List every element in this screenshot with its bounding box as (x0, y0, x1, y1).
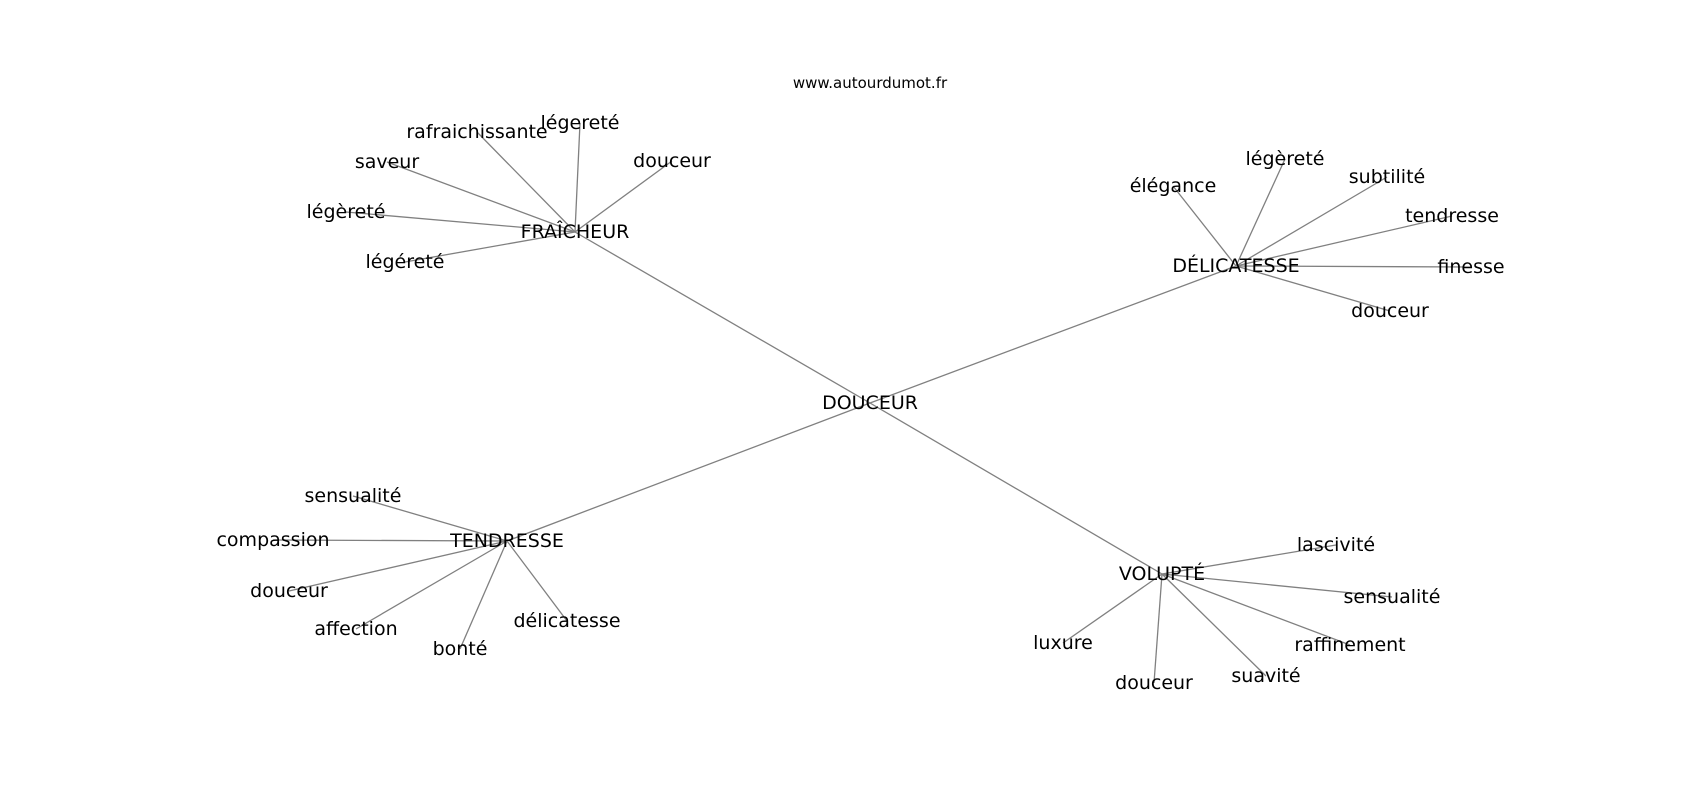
edge-delicatesse-leaf-4 (1235, 265, 1472, 268)
edge-volupte-leaf-1 (1161, 573, 1393, 598)
leaf-node-tendresse-2[interactable]: douceur (250, 580, 328, 602)
edge-tendresse-leaf-3 (355, 540, 508, 630)
leaf-node-fraicheur-5[interactable]: légéreté (366, 251, 445, 273)
edge-tendresse-leaf-2 (288, 540, 508, 592)
leaf-node-delicatesse-3[interactable]: tendresse (1405, 205, 1499, 227)
edge-center-tendresse (506, 402, 871, 542)
edge-fraicheur-leaf-0 (476, 131, 576, 233)
edge-fraicheur-leaf-5 (404, 231, 576, 263)
edge-delicatesse-leaf-1 (1235, 158, 1286, 267)
hub-node-volupte[interactable]: VOLUPTÉ (1119, 562, 1205, 585)
edge-volupte-leaf-4 (1153, 573, 1163, 684)
edge-center-fraicheur (574, 231, 871, 404)
edge-tendresse-leaf-5 (506, 540, 568, 622)
edge-center-volupte (869, 402, 1163, 575)
center-node-douceur[interactable]: DOUCEUR (822, 392, 918, 414)
edge-volupte-leaf-3 (1161, 573, 1267, 677)
leaf-node-fraicheur-1[interactable]: légereté (541, 112, 620, 134)
hub-node-fraicheur[interactable]: FRAÎCHEUR (521, 220, 630, 243)
leaf-node-volupte-4[interactable]: douceur (1115, 672, 1193, 694)
leaf-node-tendresse-4[interactable]: bonté (433, 638, 488, 660)
leaf-node-delicatesse-0[interactable]: élégance (1130, 175, 1217, 197)
edge-fraicheur-leaf-2 (574, 160, 673, 233)
leaf-node-tendresse-1[interactable]: compassion (216, 529, 329, 551)
edge-volupte-leaf-2 (1161, 573, 1351, 646)
edge-delicatesse-leaf-0 (1172, 185, 1237, 267)
edge-tendresse-leaf-1 (272, 539, 508, 542)
edge-tendresse-leaf-4 (459, 540, 508, 650)
leaf-node-fraicheur-3[interactable]: saveur (355, 151, 420, 173)
edge-fraicheur-leaf-3 (386, 161, 576, 233)
leaf-node-delicatesse-5[interactable]: douceur (1351, 300, 1429, 322)
edge-volupte-leaf-5 (1062, 573, 1163, 644)
edges-layer (272, 122, 1472, 684)
edge-fraicheur-leaf-4 (345, 211, 576, 233)
source-label[interactable]: www.autourdumot.fr (793, 74, 948, 92)
leaf-node-delicatesse-1[interactable]: légèreté (1246, 148, 1325, 170)
hub-node-delicatesse[interactable]: DÉLICATESSE (1172, 254, 1299, 277)
edge-center-delicatesse (869, 265, 1237, 404)
edge-delicatesse-leaf-5 (1235, 265, 1391, 312)
edge-volupte-leaf-0 (1161, 544, 1337, 575)
leaf-node-volupte-3[interactable]: suavité (1231, 665, 1300, 687)
leaf-node-fraicheur-4[interactable]: légèreté (307, 201, 386, 223)
leaf-node-fraicheur-2[interactable]: douceur (633, 150, 711, 172)
leaf-node-delicatesse-4[interactable]: finesse (1437, 256, 1504, 278)
leaf-node-volupte-1[interactable]: sensualité (1344, 586, 1441, 608)
leaf-node-volupte-0[interactable]: lascivité (1297, 534, 1375, 556)
hub-node-tendresse[interactable]: TENDRESSE (449, 530, 564, 552)
edge-delicatesse-leaf-3 (1235, 215, 1453, 267)
leaf-node-tendresse-3[interactable]: affection (314, 618, 397, 640)
leaf-node-tendresse-5[interactable]: délicatesse (513, 610, 620, 632)
leaf-node-volupte-2[interactable]: raffinement (1294, 634, 1405, 656)
edge-delicatesse-leaf-2 (1235, 176, 1388, 267)
leaf-node-delicatesse-2[interactable]: subtilité (1349, 166, 1425, 188)
leaf-node-tendresse-0[interactable]: sensualité (305, 485, 402, 507)
edge-tendresse-leaf-0 (352, 495, 508, 542)
leaf-node-fraicheur-0[interactable]: rafraichissante (406, 121, 547, 143)
leaf-node-volupte-5[interactable]: luxure (1033, 632, 1093, 654)
edge-fraicheur-leaf-1 (574, 122, 581, 233)
